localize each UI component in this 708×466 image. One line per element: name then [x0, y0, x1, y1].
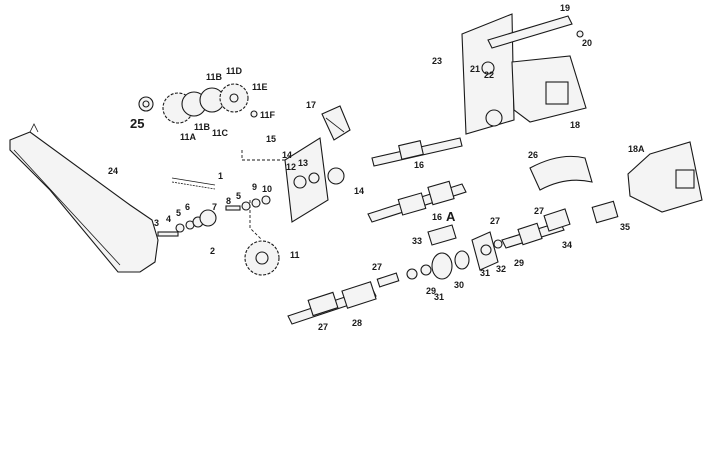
- label-11f: 11F: [260, 110, 276, 120]
- label-15: 15: [266, 134, 276, 144]
- label-27a: 27: [490, 216, 500, 226]
- label-1: 1: [218, 171, 223, 181]
- label-27d: 27: [318, 322, 328, 332]
- label-5b: 5: [236, 191, 241, 201]
- label-30: 30: [454, 280, 464, 290]
- label-27b: 27: [534, 206, 544, 216]
- label-26: 26: [528, 150, 538, 160]
- shaft-28: [287, 272, 400, 325]
- label-11c: 11C: [212, 128, 229, 138]
- shaft-35: [591, 200, 619, 224]
- label-16a-letter: A: [446, 209, 456, 224]
- sprocket-stack-11: [162, 83, 258, 124]
- label-9: 9: [252, 182, 257, 192]
- label-14b: 14: [354, 186, 364, 196]
- label-35: 35: [620, 222, 630, 232]
- label-18: 18: [570, 120, 580, 130]
- label-11e: 11E: [252, 82, 268, 92]
- label-29b: 29: [514, 258, 524, 268]
- label-10: 10: [262, 184, 272, 194]
- shaft-16: [371, 137, 463, 167]
- label-33: 33: [412, 236, 422, 246]
- bearing-group: [406, 224, 503, 280]
- gearbox-housing-18-23: [461, 13, 587, 135]
- chain-1: [171, 177, 216, 190]
- label-5a: 5: [176, 208, 181, 218]
- washer-25: [138, 96, 154, 112]
- label-18a: 18A: [628, 144, 645, 154]
- chain-guard-24: [9, 123, 159, 273]
- label-3: 3: [154, 218, 159, 228]
- label-20: 20: [582, 38, 592, 48]
- label-14a: 14: [282, 150, 292, 160]
- shaft-16a: [367, 180, 467, 223]
- label-6: 6: [185, 202, 190, 212]
- label-11: 11: [290, 250, 300, 260]
- label-19: 19: [560, 3, 570, 13]
- label-27c: 27: [372, 262, 382, 272]
- label-8: 8: [226, 196, 231, 206]
- label-17: 17: [306, 100, 316, 110]
- label-11b-bot: 11B: [194, 122, 211, 132]
- label-34: 34: [562, 240, 572, 250]
- bracket-15: [241, 137, 345, 241]
- label-25: 25: [130, 116, 144, 131]
- sprocket-11: [244, 240, 280, 276]
- bearing-block-17: [321, 105, 351, 141]
- shield-26: [529, 155, 593, 191]
- label-11d: 11D: [226, 66, 243, 76]
- label-22: 22: [484, 70, 494, 80]
- label-11a: 11A: [180, 132, 197, 142]
- label-24: 24: [108, 166, 118, 176]
- label-16a: 16: [432, 212, 442, 222]
- label-13: 13: [298, 158, 308, 168]
- label-2: 2: [210, 246, 215, 256]
- gearbox-18a: [627, 141, 703, 213]
- label-32: 32: [496, 264, 506, 274]
- label-23: 23: [432, 56, 442, 66]
- label-11b-top: 11B: [206, 72, 223, 82]
- label-31a: 31: [434, 292, 444, 302]
- label-21: 21: [470, 64, 480, 74]
- label-28: 28: [352, 318, 362, 328]
- label-16: 16: [414, 160, 424, 170]
- label-12: 12: [286, 162, 296, 172]
- shaft-34: [501, 208, 571, 249]
- label-29a: 29: [426, 286, 436, 296]
- label-31b: 31: [480, 268, 490, 278]
- label-7: 7: [212, 202, 217, 212]
- label-4: 4: [166, 214, 171, 224]
